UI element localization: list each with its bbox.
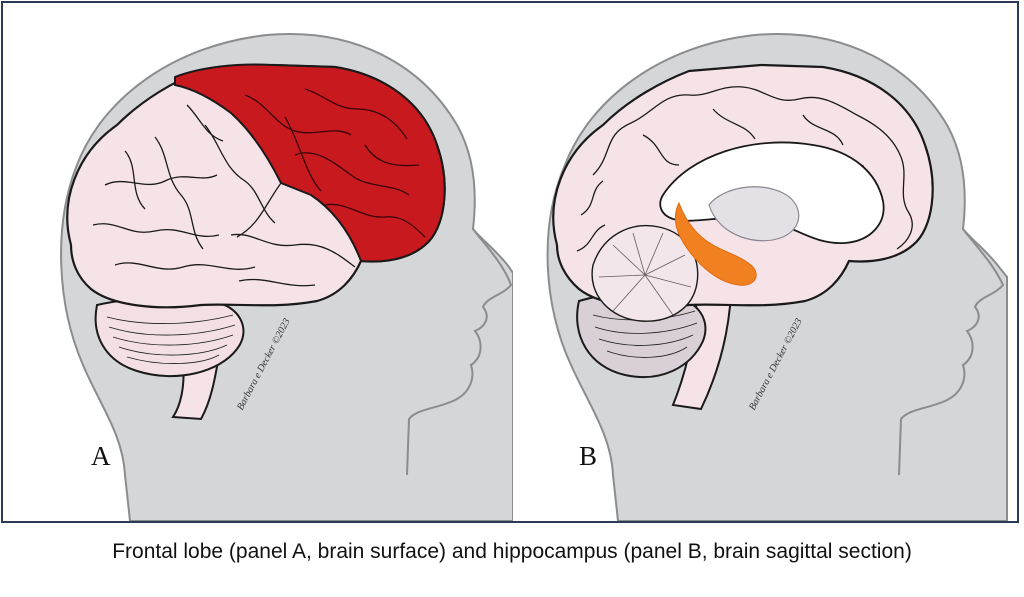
panel-label-b: B <box>579 441 598 471</box>
figure-frame: A Barbara e Decker ©2023 <box>1 1 1019 523</box>
panel-b-illustration <box>546 33 1008 521</box>
panel-b: B Barbara e Decker ©2023 <box>513 5 1019 521</box>
face-profile <box>898 228 1005 476</box>
panel-label-a: A <box>91 441 111 471</box>
thalamus <box>708 186 800 242</box>
cerebellum-folia <box>106 314 236 364</box>
arbor-vitae <box>598 232 692 316</box>
cerebral-gyri <box>92 104 356 287</box>
cortical-gyri <box>576 86 913 252</box>
figure-caption: Frontal lobe (panel A, brain surface) an… <box>112 540 912 563</box>
frontal-gyri <box>244 88 426 238</box>
face-profile <box>406 228 513 476</box>
hippocampus-highlight <box>674 201 757 286</box>
panel-a-illustration <box>60 33 513 521</box>
frontal-lobe-highlight <box>174 63 446 263</box>
panel-a: A Barbara e Decker ©2023 <box>5 5 513 521</box>
